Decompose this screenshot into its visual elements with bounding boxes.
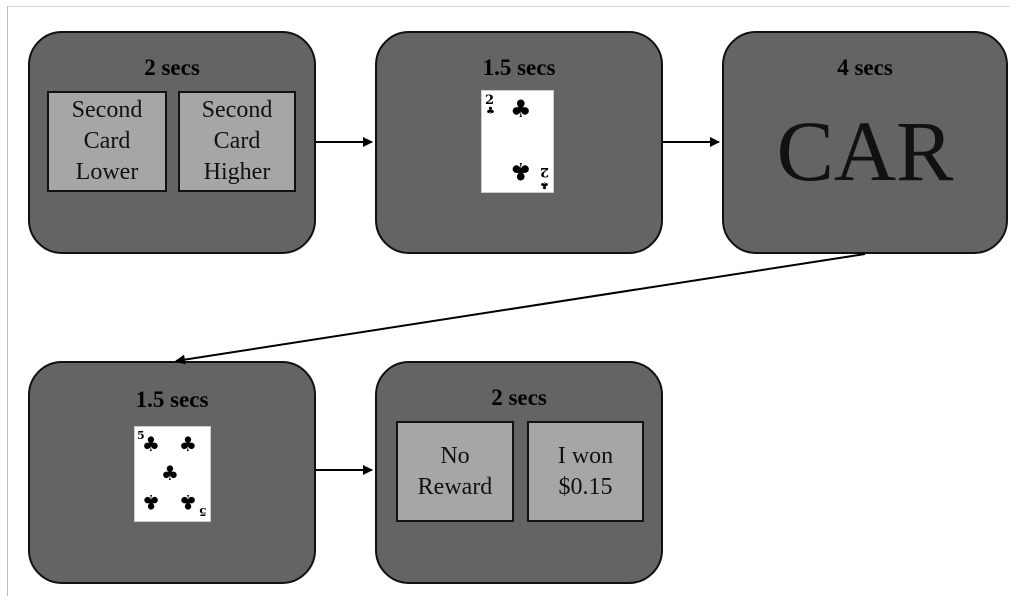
cue-word: CAR [776, 103, 954, 199]
second-card-panel: 1.5 secs 5 ♣ ♣ ♣ ♣ ♣ 5 [28, 361, 316, 584]
card-rank: 2 [485, 93, 495, 108]
option-lower: Second Card Lower [47, 91, 167, 192]
option-won-amount: I won $0.15 [527, 421, 644, 522]
club-icon: ♣ [486, 106, 495, 117]
playing-card-two-of-clubs: 2 ♣ ♣ ♣ 2 ♣ [481, 90, 554, 193]
club-icon: ♣ [142, 432, 160, 456]
option-higher: Second Card Higher [178, 91, 296, 192]
duration-label: 2 secs [491, 385, 547, 410]
outcome-panel: 2 secs No Reward I won $0.15 [375, 361, 663, 584]
club-icon: ♣ [510, 95, 532, 123]
figure-frame [7, 6, 1010, 596]
arrow-3-to-4 [175, 253, 866, 365]
card-rank: 5 [137, 429, 145, 442]
duration-label: 4 secs [837, 55, 893, 80]
choice-panel: 2 secs Second Card Lower Second Card Hig… [28, 31, 316, 254]
club-icon: ♣ [179, 432, 197, 456]
duration-label: 1.5 secs [482, 55, 556, 80]
duration-label: 2 secs [144, 55, 200, 80]
club-icon: ♣ [161, 461, 179, 485]
option-no-reward: No Reward [396, 421, 514, 522]
playing-card-five-of-clubs: 5 ♣ ♣ ♣ ♣ ♣ 5 [134, 426, 211, 522]
first-card-panel: 1.5 secs 2 ♣ ♣ ♣ 2 ♣ [375, 31, 663, 254]
cue-panel: 4 secs CAR [722, 31, 1008, 254]
duration-label: 1.5 secs [135, 387, 209, 412]
